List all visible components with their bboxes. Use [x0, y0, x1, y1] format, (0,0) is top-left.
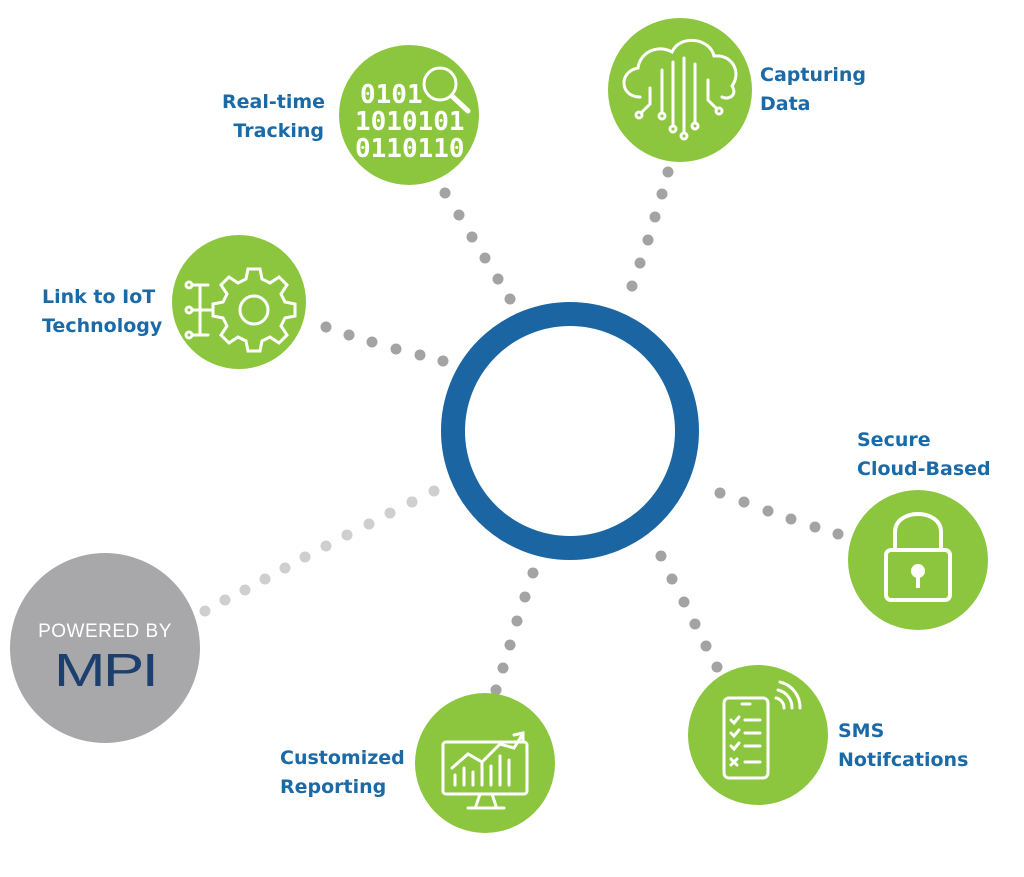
connector-sms-notifications — [655, 550, 723, 673]
node-link-iot — [172, 235, 306, 369]
node-customized-reporting — [415, 693, 555, 833]
powered-by-text: POWERED BY — [38, 621, 172, 642]
node-secure-cloud — [848, 490, 988, 630]
padlock-icon — [884, 512, 952, 602]
label-secure-cloud: Secure Cloud-Based — [857, 429, 991, 480]
label-customized-reporting: Customized Reporting — [280, 747, 405, 798]
powered-by-badge: POWERED BY MPI — [10, 553, 200, 743]
node-realtime-tracking: 0101 1010101 0110110 — [339, 45, 479, 185]
mpi-logo: MPI — [53, 644, 159, 696]
monitor-chart-icon — [441, 731, 529, 810]
connector-powered-by — [199, 485, 440, 617]
gear-circuit-icon — [184, 267, 297, 353]
node-sms-notifications — [688, 665, 828, 805]
binary-search-icon: 0101 1010101 0110110 — [355, 66, 471, 164]
svg-text:1010101: 1010101 — [355, 107, 465, 137]
label-link-iot: Link to IoT Technology — [42, 286, 163, 337]
svg-text:0110110: 0110110 — [355, 134, 465, 164]
connector-capturing-data — [626, 166, 674, 292]
node-capturing-data — [608, 18, 752, 162]
connector-link-iot — [320, 321, 449, 367]
phone-checklist-icon — [722, 680, 802, 780]
label-realtime-tracking: Real-time Tracking — [222, 91, 326, 142]
connector-customized-reporting — [490, 567, 539, 696]
hub-ring — [441, 302, 699, 560]
label-sms-notifications: SMS Notifcations — [838, 720, 969, 771]
label-capturing-data: Capturing Data — [760, 64, 866, 115]
svg-text:0101: 0101 — [360, 80, 423, 110]
cloud-circuit-icon — [622, 38, 738, 141]
connector-realtime-tracking — [439, 187, 516, 305]
connector-secure-cloud — [714, 487, 844, 540]
